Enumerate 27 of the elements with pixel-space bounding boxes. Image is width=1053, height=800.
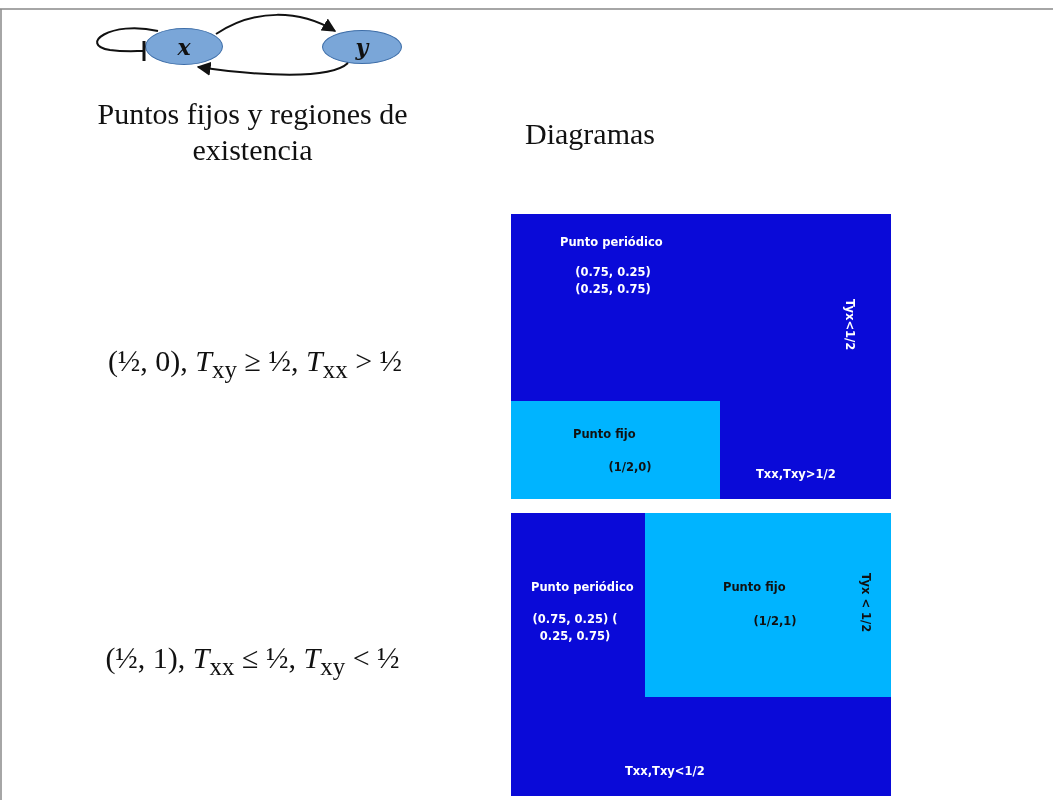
condition-label: Txx,Txy<1/2	[625, 763, 705, 780]
state-label: Punto fijo	[573, 426, 636, 443]
coordinates: (1/2,1)	[752, 613, 798, 630]
state-label: Punto periódico	[560, 234, 663, 251]
condition-label: Tyx<1/2	[842, 299, 858, 351]
region-area	[511, 214, 891, 499]
region-area	[511, 513, 891, 796]
region-area	[511, 401, 720, 499]
arrow	[215, 13, 337, 35]
variable-name: y	[355, 34, 369, 60]
coordinates: (0.75, 0.25) ( 0.25, 0.75)	[531, 611, 619, 645]
column-heading: Puntos fijos y regiones de existencia	[96, 96, 409, 168]
condition-label: Txx,Txy>1/2	[756, 466, 836, 483]
region-area	[645, 513, 891, 697]
coordinates: (0.75, 0.25) (0.25, 0.75)	[574, 264, 652, 298]
variable-ellipse	[145, 28, 223, 65]
column-heading: Diagramas	[524, 116, 656, 152]
inhibition-loop	[96, 27, 159, 61]
variable-ellipse	[322, 30, 402, 64]
formula: (½, 1), T$_{xx}$ ≤ ½, T$_{xy}$ < ½	[104, 640, 401, 682]
state-label: Punto periódico	[531, 579, 634, 596]
formula: (½, 0), T$_{xy}$ ≥ ½, T$_{xx}$ > ½	[106, 343, 404, 385]
condition-label: Tyx < 1/2	[858, 573, 874, 633]
variable-name: x	[177, 33, 191, 60]
coordinates: (1/2,0)	[607, 459, 653, 476]
arrow	[196, 61, 349, 76]
state-label: Punto fijo	[723, 579, 786, 596]
